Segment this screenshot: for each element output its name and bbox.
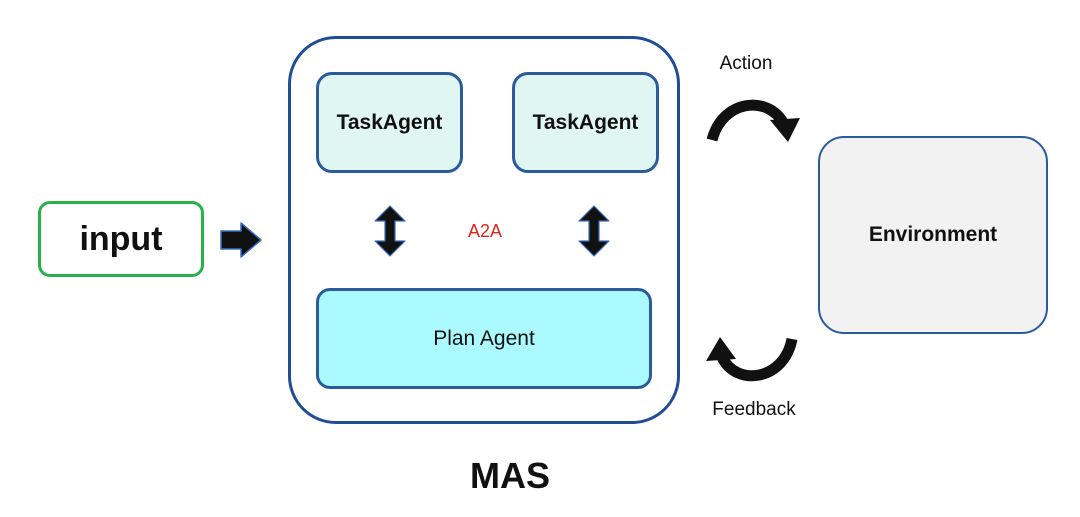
a2a-text: A2A — [467, 220, 503, 241]
feedback-label: Feedback — [694, 397, 814, 423]
action-text: Action — [719, 53, 773, 74]
right-arrow-icon — [220, 222, 262, 258]
a2a-label: A2A — [455, 218, 515, 244]
input-box: input — [38, 201, 204, 277]
curved-arrow-return-icon — [706, 337, 798, 382]
task-agent-box: TaskAgent — [316, 72, 463, 173]
mas-label: MAS — [440, 452, 580, 500]
plan-agent-label: Plan Agent — [433, 326, 535, 350]
curved-arrow-clockwise-icon — [706, 99, 800, 142]
up-down-arrow-icon — [374, 205, 406, 257]
environment-label: Environment — [868, 223, 998, 246]
environment-box: Environment — [818, 136, 1048, 334]
task-agent-label: TaskAgent — [532, 110, 639, 134]
input-label: input — [79, 219, 163, 258]
feedback-text: Feedback — [712, 399, 796, 420]
mas-text: MAS — [470, 455, 550, 496]
up-down-arrow-icon — [578, 205, 610, 257]
task-agent-label: TaskAgent — [336, 110, 443, 134]
task-agent-box: TaskAgent — [512, 72, 659, 173]
action-label: Action — [700, 51, 792, 77]
plan-agent-box: Plan Agent — [316, 288, 652, 389]
